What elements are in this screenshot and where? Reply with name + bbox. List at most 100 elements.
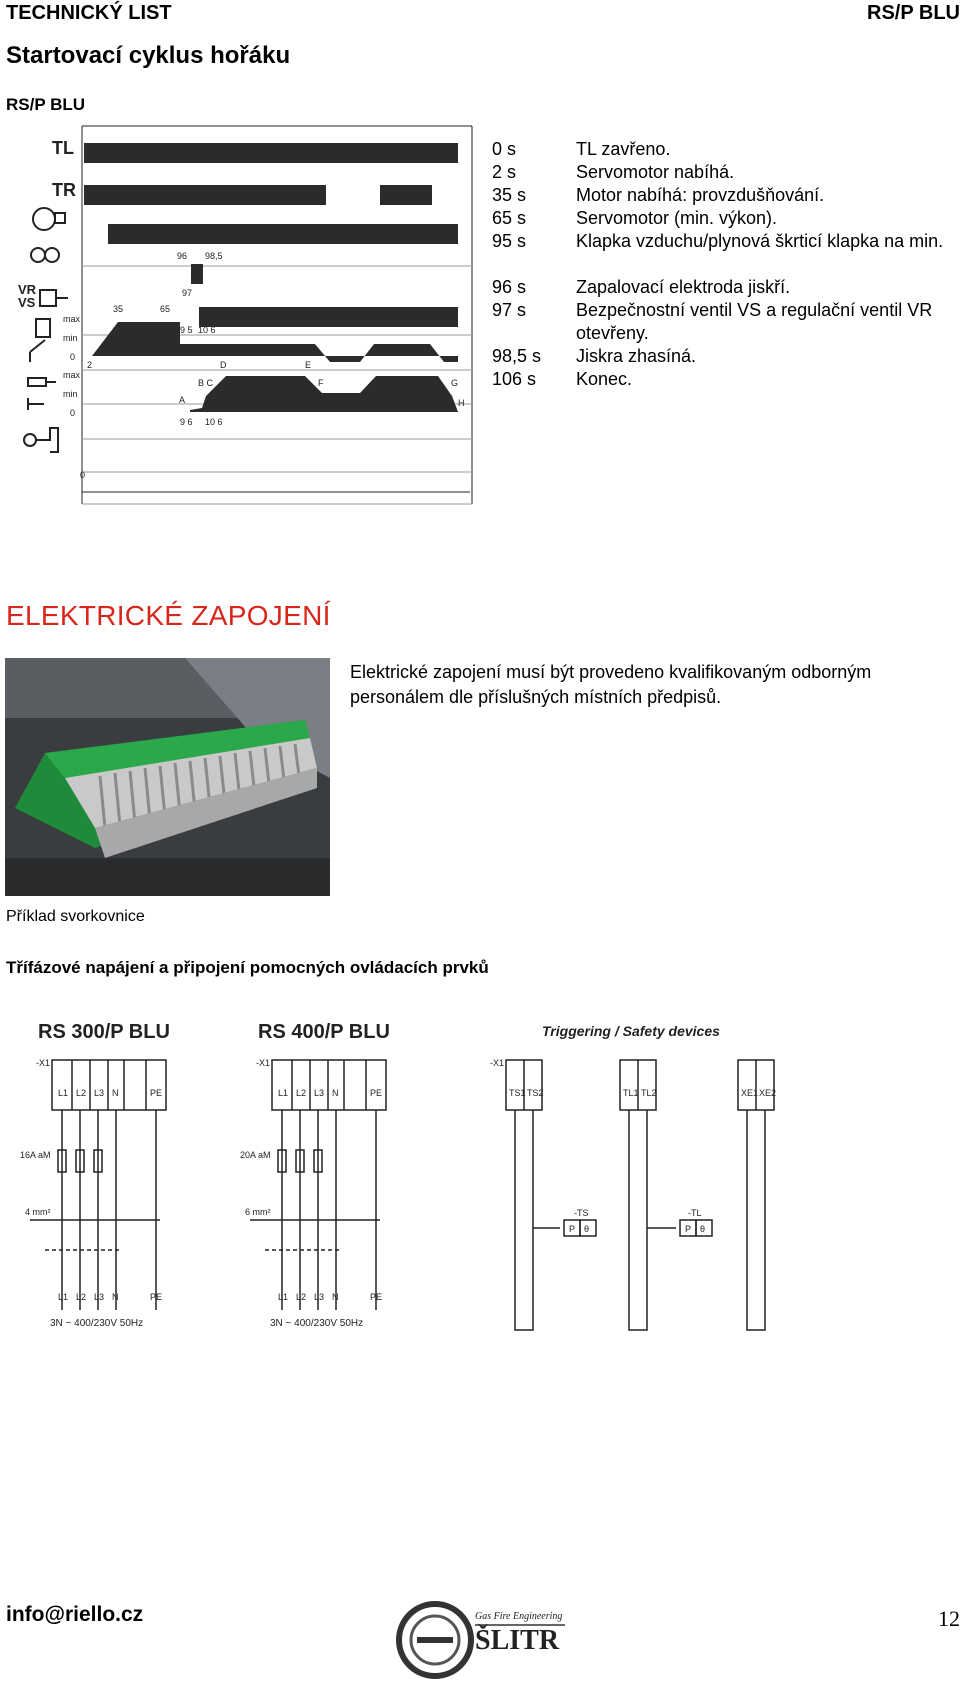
timing-table: 0 s TL zavřeno. 2 s Servomotor nabíhá. 3… (492, 138, 960, 398)
terminal-label: PE (150, 1088, 162, 1098)
timing-time: 96 s (492, 277, 527, 297)
bottom-label: L1 (58, 1292, 68, 1302)
timing-desc: TL zavřeno. (576, 139, 671, 159)
tl-bar (84, 143, 458, 163)
terminal-block-photo (5, 658, 330, 896)
bottom-label: L2 (296, 1292, 306, 1302)
tl-label: -TL (688, 1208, 702, 1218)
svg-text:98,5: 98,5 (205, 251, 223, 261)
svg-text:H: H (458, 398, 465, 408)
supply-label: 3N ~ 400/230V 50Hz (50, 1318, 143, 1329)
fuse-label: 20A aM (240, 1150, 271, 1160)
x1-label: -X1 (36, 1058, 50, 1068)
terminal-label: TS1 (509, 1088, 526, 1098)
section-title-electrical: ELEKTRICKÉ ZAPOJENÍ (6, 600, 331, 631)
doc-header-left: TECHNICKÝ LIST (6, 2, 172, 24)
bottom-label: N (332, 1292, 339, 1302)
supply-label: 3N ~ 400/230V 50Hz (270, 1318, 363, 1329)
timing-desc: Bezpečnostní ventil VS a regulační venti… (576, 300, 933, 343)
timing-desc: Servomotor (min. výkon). (576, 208, 778, 228)
terminal-label: L1 (58, 1088, 68, 1098)
slitr-logo: Gas Fire Engineering ŠLITR (396, 1601, 565, 1679)
valve-bar (199, 307, 458, 327)
electrical-paragraph: Elektrické zapojení musí být provedeno k… (350, 662, 872, 707)
servo-curve-1 (92, 322, 208, 356)
svg-text:9 6: 9 6 (180, 417, 193, 427)
svg-text:min: min (63, 389, 78, 399)
timing-time: 65 s (492, 208, 527, 228)
servo-curve-2 (208, 344, 458, 362)
timing-time: 95 s (492, 231, 527, 251)
svg-text:96: 96 (177, 251, 187, 261)
p-label: P (569, 1224, 575, 1234)
svg-text:0: 0 (80, 470, 85, 480)
x1-label: -X1 (256, 1058, 270, 1068)
svg-text:E: E (305, 360, 311, 370)
timing-desc: Zapalovací elektroda jiskří. (576, 277, 791, 297)
svg-text:max: max (63, 370, 81, 380)
wiring-title-rs300: RS 300/P BLU (38, 1021, 170, 1043)
svg-text:B C: B C (198, 378, 214, 388)
tr-bar-2 (380, 185, 432, 205)
fuse-label: 16A aM (20, 1150, 51, 1160)
row-label-vs: VS (18, 295, 36, 310)
terminal-label: XE1 (741, 1088, 758, 1098)
terminal-label: N (112, 1088, 119, 1098)
motor-bar (108, 224, 458, 244)
timing-desc: Servomotor nabíhá. (576, 162, 735, 182)
terminal-label: L3 (314, 1088, 324, 1098)
terminal-label: L3 (94, 1088, 104, 1098)
bottom-label: PE (150, 1292, 162, 1302)
timing-time: 35 s (492, 185, 527, 205)
svg-text:A: A (179, 395, 185, 405)
p-label: P (685, 1224, 691, 1234)
terminal-label: L2 (76, 1088, 86, 1098)
footer-email[interactable]: info@riello.cz (6, 1603, 144, 1626)
svg-text:35: 35 (113, 304, 123, 314)
tr-bar-1 (84, 185, 326, 205)
timing-desc: Jiskra zhasíná. (576, 346, 697, 366)
doc-header-right: RS/P BLU (867, 2, 960, 24)
terminal-label: L1 (278, 1088, 288, 1098)
svg-text:max: max (63, 314, 81, 324)
svg-text:0: 0 (70, 408, 75, 418)
bottom-label: L2 (76, 1292, 86, 1302)
page-number: 12 (938, 1606, 960, 1631)
svg-text:min: min (63, 333, 78, 343)
wiring-subheading: Třífázové napájení a připojení pomocných… (6, 958, 489, 977)
timing-time: 2 s (492, 162, 517, 182)
row-label-tr: TR (52, 180, 76, 200)
model-label: RS/P BLU (6, 95, 86, 114)
row-label-vr: VR (18, 282, 37, 297)
svg-text:97: 97 (182, 288, 192, 298)
start-cycle-diagram: TL TR VR VS max min 0 max min 0 96 98,5 … (18, 125, 473, 505)
section-title-start-cycle: Startovací cyklus hořáku (6, 42, 291, 69)
svg-text:10 6: 10 6 (198, 325, 216, 335)
x1-label: -X1 (490, 1058, 504, 1068)
terminal-label: L2 (296, 1088, 306, 1098)
svg-text:2: 2 (87, 360, 92, 370)
bottom-label: L3 (314, 1292, 324, 1302)
theta-label: θ (584, 1224, 589, 1234)
ignition-bar (191, 264, 203, 284)
timing-desc: Konec. (576, 369, 633, 389)
timing-time: 106 s (492, 369, 537, 389)
wiring-title-safety: Triggering / Safety devices (542, 1023, 720, 1039)
cable-label: 6 mm² (245, 1207, 271, 1217)
logo-tagline: Gas Fire Engineering (475, 1611, 562, 1622)
motor-icon (32, 207, 56, 231)
timing-time: 97 s (492, 300, 527, 320)
timing-time: 0 s (492, 139, 517, 159)
terminal-label: PE (370, 1088, 382, 1098)
terminal-label: TL1 (623, 1088, 639, 1098)
bottom-label: L3 (94, 1292, 104, 1302)
bottom-label: PE (370, 1292, 382, 1302)
terminal-label: N (332, 1088, 339, 1098)
theta-label: θ (700, 1224, 705, 1234)
timing-time: 98,5 s (492, 346, 542, 366)
terminal-label: XE2 (759, 1088, 776, 1098)
svg-text:F: F (318, 378, 324, 388)
terminal-label: TL2 (641, 1088, 657, 1098)
gas-curve (190, 376, 458, 412)
svg-text:0: 0 (70, 352, 75, 362)
